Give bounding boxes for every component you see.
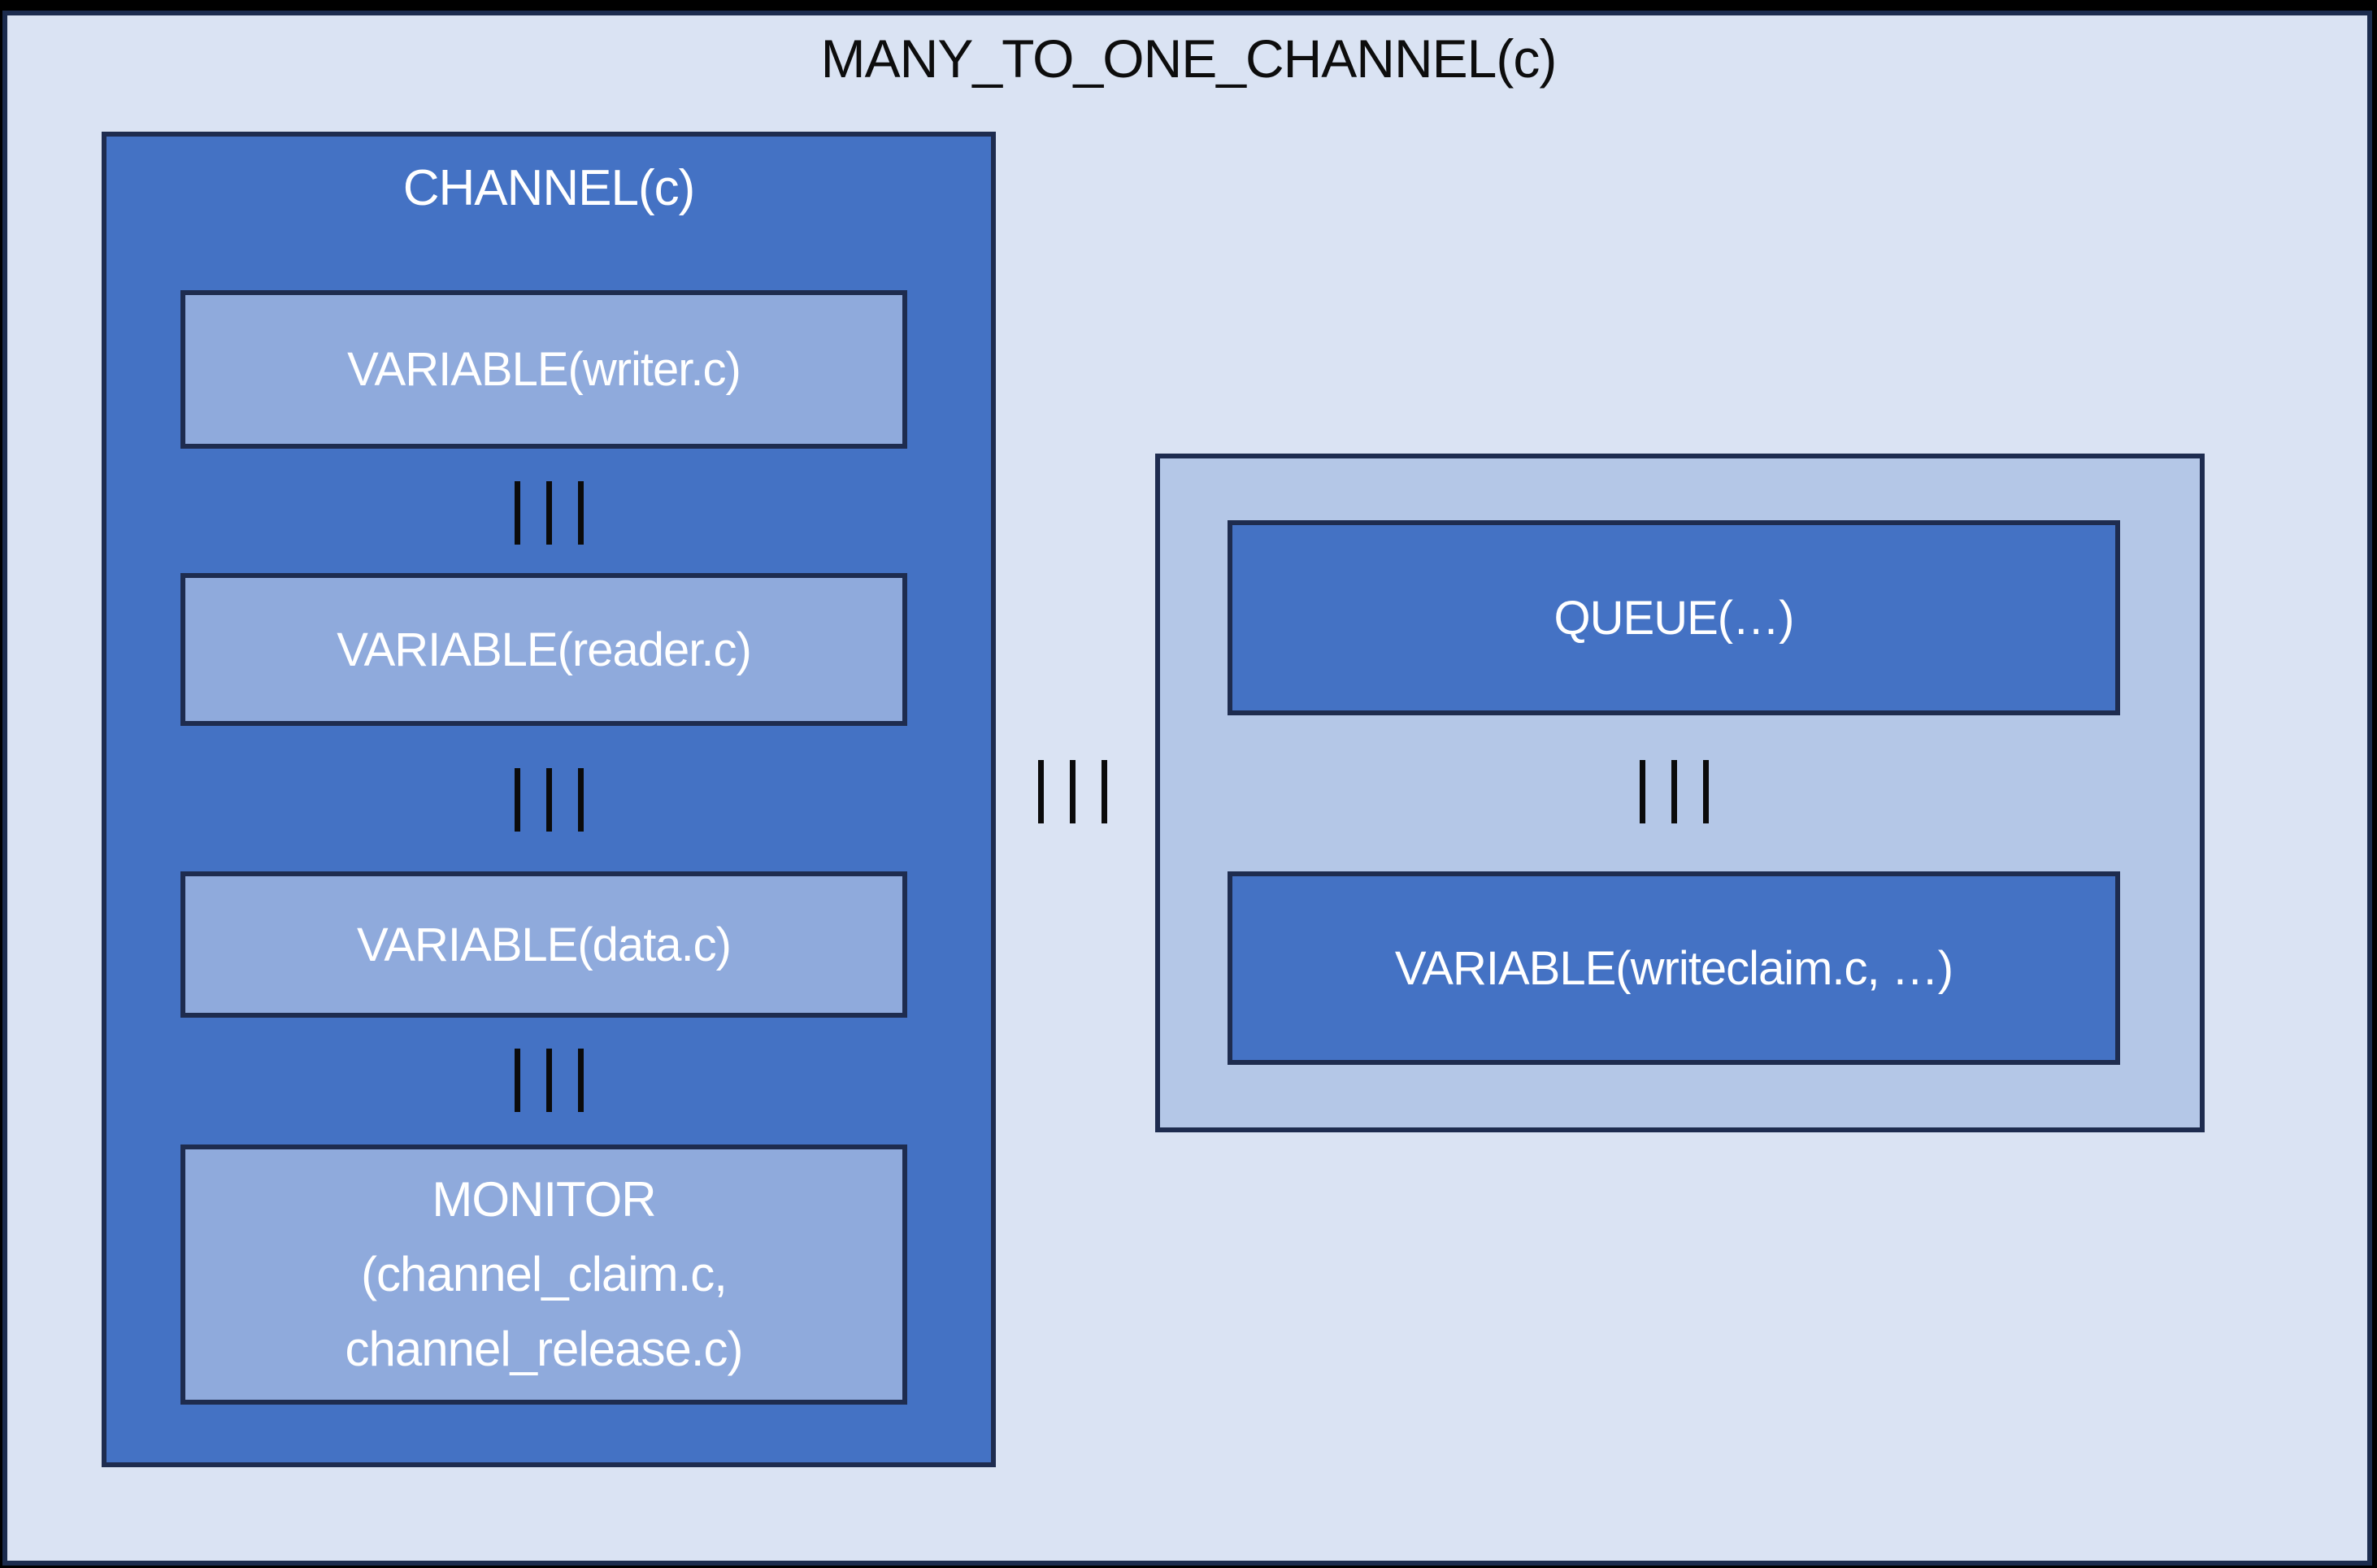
variable-writer-box: VARIABLE(writer.c) <box>180 290 907 449</box>
parallel-bars-icon <box>578 768 584 832</box>
variable-data-box: VARIABLE(data.c) <box>180 871 907 1018</box>
connector-reader-data <box>515 768 584 832</box>
variable-writer-label: VARIABLE(writer.c) <box>347 343 741 396</box>
monitor-label-line3: channel_release.c) <box>345 1322 744 1376</box>
parallel-bars-icon <box>1703 760 1709 823</box>
parallel-bars-icon <box>578 1049 584 1112</box>
channel-group-title: CHANNEL(c) <box>402 160 696 216</box>
variable-writeclaim-label: VARIABLE(writeclaim.c, …) <box>1394 941 1953 995</box>
parallel-bars-icon <box>1671 760 1677 823</box>
parallel-bars-icon <box>578 481 584 545</box>
queue-group-box: QUEUE(…) VARIABLE(writeclaim.c, …) <box>1155 454 2205 1132</box>
parallel-bars-icon <box>546 481 552 545</box>
monitor-label-line1: MONITOR <box>432 1172 656 1227</box>
queue-label: QUEUE(…) <box>1554 591 1795 645</box>
parallel-bars-icon <box>1038 760 1044 823</box>
connector-queue-writeclaim <box>1640 760 1709 823</box>
connector-channel-queue <box>1038 760 1107 823</box>
monitor-label-line2: (channel_claim.c, <box>361 1247 728 1301</box>
variable-reader-box: VARIABLE(reader.c) <box>180 573 907 726</box>
parallel-bars-icon <box>515 481 520 545</box>
connector-writer-reader <box>515 481 584 545</box>
parallel-bars-icon <box>515 1049 520 1112</box>
connector-data-monitor <box>515 1049 584 1112</box>
diagram-title: MANY_TO_ONE_CHANNEL(c) <box>820 28 1558 89</box>
parallel-bars-icon <box>546 1049 552 1112</box>
parallel-bars-icon <box>1640 760 1645 823</box>
channel-group-box: CHANNEL(c) VARIABLE(writer.c) VARIABLE(r… <box>102 132 996 1467</box>
parallel-bars-icon <box>515 768 520 832</box>
variable-data-label: VARIABLE(data.c) <box>356 918 732 971</box>
variable-writeclaim-box: VARIABLE(writeclaim.c, …) <box>1228 871 2120 1065</box>
variable-reader-label: VARIABLE(reader.c) <box>337 623 752 676</box>
queue-box: QUEUE(…) <box>1228 520 2120 715</box>
parallel-bars-icon <box>1102 760 1107 823</box>
parallel-bars-icon <box>546 768 552 832</box>
monitor-box: MONITOR (channel_claim.c, channel_releas… <box>180 1145 907 1405</box>
parallel-bars-icon <box>1070 760 1076 823</box>
